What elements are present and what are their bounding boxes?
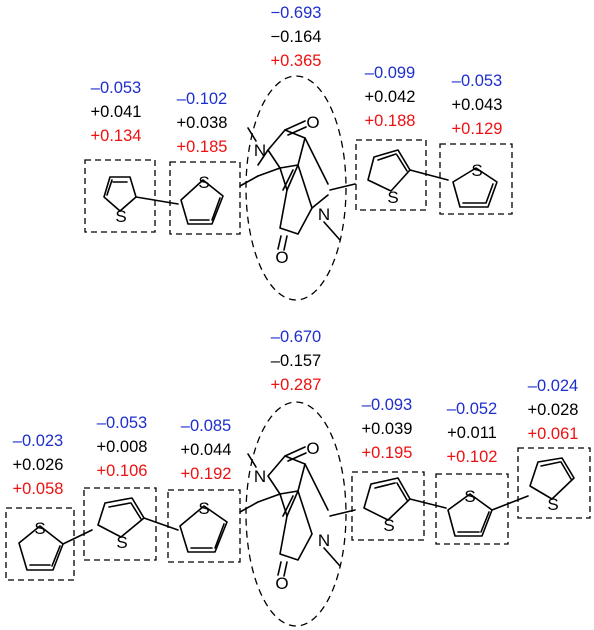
bottom-right3-charges: –0.024 +0.028 +0.061	[528, 377, 579, 443]
charge-black: +0.011	[447, 424, 497, 442]
oxygen-atom: O	[306, 113, 319, 132]
thiophene-box	[351, 471, 425, 541]
charge-red: +0.134	[91, 127, 142, 145]
thiophene-ring	[180, 179, 224, 225]
top-core-charges: −0.693 −0.164 +0.365	[271, 4, 322, 70]
charge-black: +0.042	[365, 88, 416, 106]
thiophene-ring	[447, 493, 529, 537]
charge-blue: –0.053	[452, 72, 502, 90]
charge-red: +0.188	[365, 112, 416, 130]
charge-red: +0.365	[271, 52, 322, 70]
bottom-molecule: –0.670 –0.157 +0.287 –0.023 +0.026 +0.05…	[5, 328, 591, 627]
thiophene-ring	[452, 167, 498, 208]
charge-blue: −0.693	[271, 4, 322, 22]
charge-blue: –0.023	[13, 432, 63, 450]
charge-red: +0.192	[181, 465, 232, 483]
charge-black: +0.041	[91, 103, 142, 121]
sulfur-atom: S	[383, 516, 394, 535]
thiophene-box	[83, 487, 157, 561]
charge-blue: –0.053	[97, 414, 147, 432]
charge-black: +0.043	[452, 96, 503, 114]
sulfur-atom: S	[198, 173, 209, 192]
charge-red: +0.102	[447, 448, 498, 466]
top-left1-charges: –0.102 +0.038 +0.185	[177, 90, 228, 156]
charge-black: +0.039	[362, 420, 413, 438]
nitrogen-atom: N	[318, 531, 330, 550]
bottom-right1-charges: –0.093 +0.039 +0.195	[362, 396, 413, 462]
charge-blue: –0.093	[362, 396, 412, 414]
thiophene-box	[517, 447, 591, 519]
sulfur-atom: S	[198, 499, 209, 518]
thiophene-box	[5, 507, 75, 581]
bottom-core-charges: –0.670 –0.157 +0.287	[271, 328, 322, 394]
thiophene-ring	[18, 525, 93, 571]
thiophene-ring	[529, 457, 575, 500]
sulfur-atom: S	[547, 495, 558, 514]
bottom-right2-charges: –0.052 +0.011 +0.102	[447, 400, 498, 466]
charge-red: +0.185	[177, 138, 228, 156]
thiophene-ring	[363, 477, 447, 521]
charge-blue: –0.053	[91, 79, 141, 97]
thiophene-ring	[103, 176, 179, 212]
charge-red: +0.287	[271, 376, 322, 394]
sulfur-atom: S	[387, 188, 398, 207]
charge-red: +0.058	[13, 480, 64, 498]
top-molecule: −0.693 −0.164 +0.365 –0.053 +0.041 +0.13…	[84, 4, 513, 301]
thiophene-ring	[97, 497, 179, 538]
bottom-left2-charges: –0.053 +0.008 +0.106	[97, 414, 148, 480]
charge-black: −0.164	[271, 28, 322, 46]
bottom-left3-charges: –0.023 +0.026 +0.058	[13, 432, 64, 498]
top-right1-charges: –0.099 +0.042 +0.188	[365, 64, 416, 130]
charge-red: +0.106	[97, 462, 148, 480]
charge-black: +0.008	[97, 438, 148, 456]
thiophene-box	[84, 159, 156, 233]
sulfur-atom: S	[34, 519, 45, 538]
thiophene-ring	[367, 149, 449, 192]
thiophene-box	[435, 473, 509, 545]
bottom-left1-charges: –0.085 +0.044 +0.192	[181, 417, 232, 483]
oxygen-atom: O	[275, 248, 288, 267]
charge-blue: –0.024	[528, 377, 578, 395]
nitrogen-atom: N	[254, 141, 266, 160]
top-right2-charges: –0.053 +0.043 +0.129	[452, 72, 503, 138]
charge-blue: –0.099	[365, 64, 415, 82]
charge-red: +0.195	[362, 444, 413, 462]
charge-black: +0.026	[13, 456, 64, 474]
charge-black: +0.038	[177, 114, 228, 132]
dpp-core-bonds	[239, 446, 356, 577]
charge-blue: –0.102	[177, 90, 227, 108]
dpp-core-region	[245, 75, 347, 301]
sulfur-atom: S	[471, 161, 482, 180]
dpp-core-bonds	[239, 120, 356, 251]
oxygen-atom: O	[275, 574, 288, 593]
charge-black: +0.044	[181, 441, 232, 459]
thiophene-ring	[179, 505, 228, 553]
charge-red: +0.129	[452, 120, 503, 138]
dpp-core-region	[245, 401, 347, 627]
charge-blue: –0.052	[447, 400, 497, 418]
charge-black: +0.028	[528, 401, 579, 419]
thiophene-box	[439, 143, 513, 215]
sulfur-atom: S	[464, 487, 475, 506]
nitrogen-atom: N	[318, 205, 330, 224]
thiophene-box	[169, 161, 241, 235]
charge-black: –0.157	[271, 352, 321, 370]
sulfur-atom: S	[116, 533, 127, 552]
charge-red: +0.061	[528, 425, 579, 443]
nitrogen-atom: N	[254, 467, 266, 486]
oxygen-atom: O	[306, 439, 319, 458]
charge-blue: –0.085	[181, 417, 231, 435]
top-left2-charges: –0.053 +0.041 +0.134	[91, 79, 142, 145]
charge-blue: –0.670	[271, 328, 321, 346]
sulfur-atom: S	[115, 207, 126, 226]
